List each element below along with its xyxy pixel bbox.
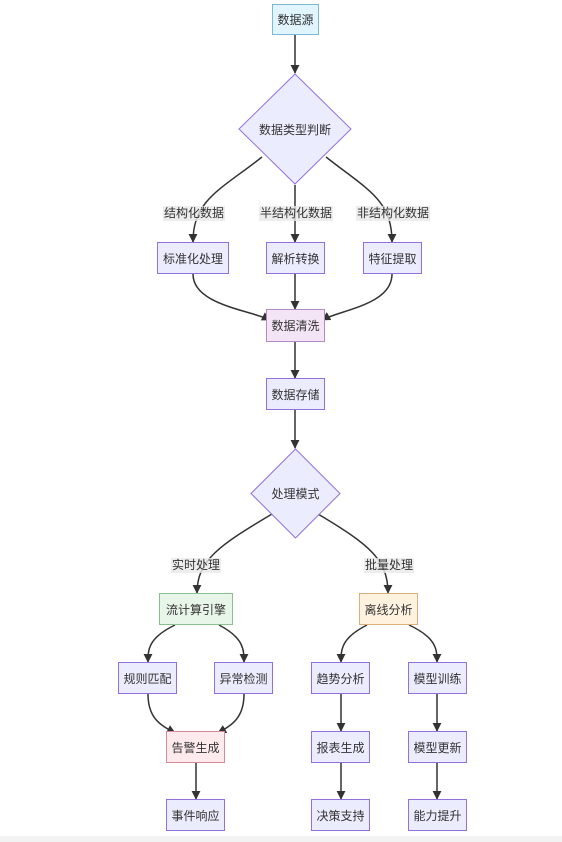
edge-stream-to-anomaly bbox=[218, 624, 249, 663]
node-parse-convert[interactable]: 解析转换 bbox=[266, 242, 325, 274]
node-event-response[interactable]: 事件响应 bbox=[166, 799, 225, 831]
edge-label-unstructured: 非结构化数据 bbox=[356, 206, 431, 221]
edge-rule-to-alert bbox=[147, 693, 176, 734]
node-processing-mode-decision[interactable]: 处理模式 bbox=[250, 448, 341, 539]
edge-batch-to-training bbox=[408, 624, 442, 663]
node-report-generation[interactable]: 报表生成 bbox=[311, 731, 370, 763]
edge-mode-to-batch bbox=[317, 513, 393, 594]
node-decision-support[interactable]: 决策支持 bbox=[311, 799, 370, 831]
edge-type-to-feature bbox=[325, 156, 397, 243]
node-offline-analysis[interactable]: 离线分析 bbox=[359, 593, 418, 625]
edge-type-to-standardize bbox=[188, 156, 263, 243]
edge-standardize-to-cleaning bbox=[192, 273, 271, 321]
node-standardize[interactable]: 标准化处理 bbox=[157, 242, 229, 274]
node-anomaly-detect[interactable]: 异常检测 bbox=[214, 662, 273, 694]
edge-label-realtime: 实时处理 bbox=[171, 558, 222, 573]
node-model-update[interactable]: 模型更新 bbox=[408, 731, 467, 763]
edge-stream-to-rule bbox=[143, 624, 176, 663]
node-model-training[interactable]: 模型训练 bbox=[408, 662, 467, 694]
node-trend-analysis[interactable]: 趋势分析 bbox=[311, 662, 370, 694]
edge-label-batch: 批量处理 bbox=[364, 558, 415, 573]
node-data-source[interactable]: 数据源 bbox=[272, 4, 319, 35]
edge-feature-to-cleaning bbox=[321, 273, 393, 321]
edge-mode-to-stream bbox=[192, 513, 273, 594]
node-capability-upgrade[interactable]: 能力提升 bbox=[408, 799, 467, 831]
node-feature-extract[interactable]: 特征提取 bbox=[363, 242, 422, 274]
edge-label-structured: 结构化数据 bbox=[163, 206, 226, 221]
node-rule-match[interactable]: 规则匹配 bbox=[118, 662, 177, 694]
node-alert-generation[interactable]: 告警生成 bbox=[166, 731, 225, 763]
node-data-type-decision[interactable]: 数据类型判断 bbox=[238, 73, 352, 185]
node-data-storage[interactable]: 数据存储 bbox=[266, 378, 325, 410]
edge-anomaly-to-alert bbox=[217, 693, 245, 734]
node-data-cleaning[interactable]: 数据清洗 bbox=[266, 309, 325, 342]
bottom-scroll-strip bbox=[0, 836, 562, 842]
node-stream-engine[interactable]: 流计算引擎 bbox=[159, 593, 233, 625]
edge-batch-to-trend bbox=[336, 624, 368, 663]
edge-label-semi-structured: 半结构化数据 bbox=[259, 206, 334, 221]
